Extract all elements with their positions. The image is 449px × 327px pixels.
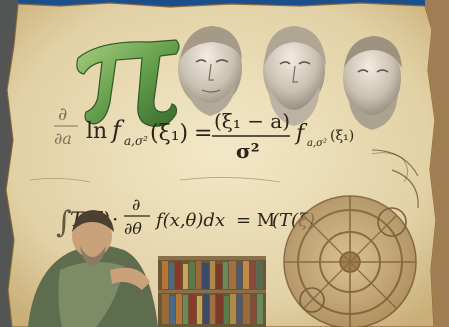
philosopher-bust-center: [263, 26, 326, 126]
ln-text: ln: [86, 119, 107, 144]
philosopher-bust-right: [343, 36, 402, 130]
f-right-subscript: a,σ²: [307, 138, 327, 149]
xi1-right: (ξ₁): [330, 128, 354, 144]
partial-theta-bottom: ∂θ: [124, 219, 142, 238]
fraction-denominator: σ²: [236, 139, 260, 163]
background-scribbles: [29, 152, 408, 183]
f-main-subscript: a,σ²: [124, 134, 148, 148]
dot-operator: ·: [112, 207, 118, 231]
pi-symbol: [76, 39, 180, 127]
partial-bottom: ∂a: [54, 129, 72, 148]
library-shelves: [158, 256, 266, 327]
partial-top: ∂: [58, 104, 67, 125]
equals-m: = M: [236, 210, 275, 231]
philosopher-bust-left: [178, 26, 242, 116]
xi1-left: (ξ₁): [150, 121, 188, 146]
equals-sign: =: [194, 121, 212, 146]
integral-sign: ∫: [56, 205, 72, 240]
f-integrand: f(x,θ)dx: [154, 210, 225, 231]
partial-theta-top: ∂: [132, 195, 140, 214]
fraction-numerator: (ξ₁ − a): [214, 109, 290, 133]
robed-scholar-figure: [28, 210, 158, 327]
formula-line-1: ∂ ∂a ln f a,σ² (ξ₁) = (ξ₁ − a) σ² f a,σ²…: [54, 104, 354, 163]
gear-mechanism: [283, 149, 419, 327]
